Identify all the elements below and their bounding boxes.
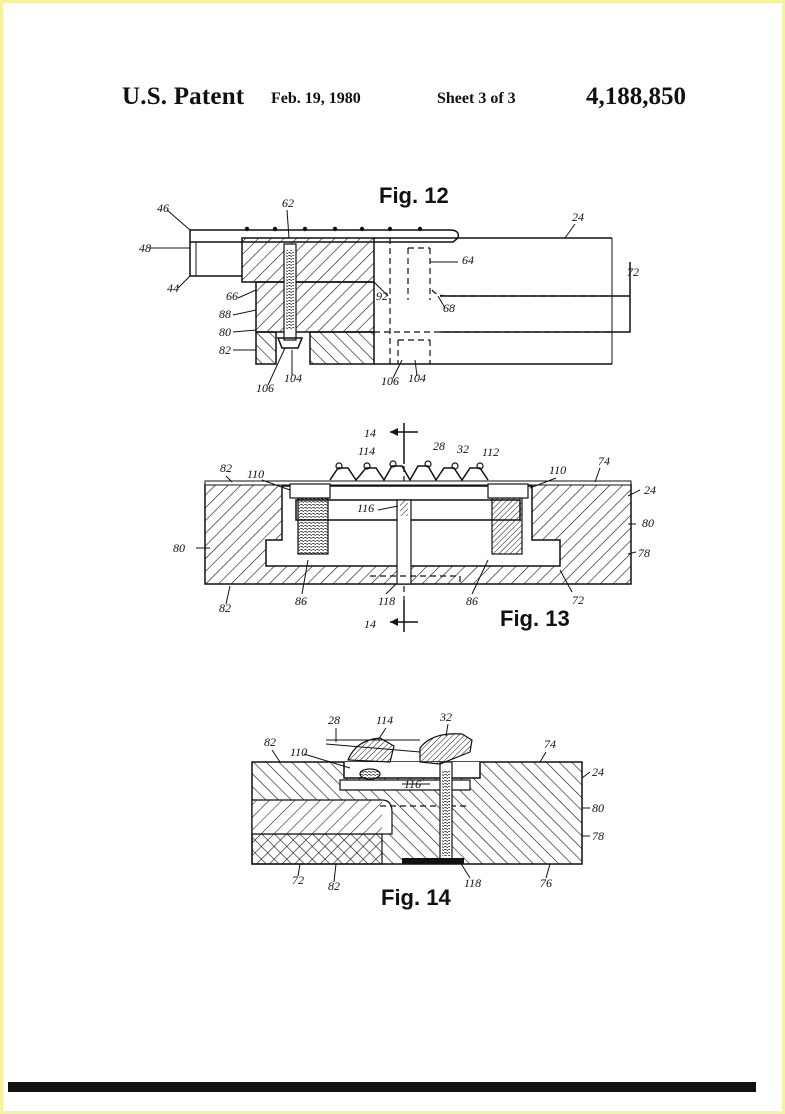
fig14-key-right — [420, 734, 472, 764]
reference-numeral: 110 — [290, 745, 307, 759]
reference-numeral: 80 — [219, 325, 231, 339]
reference-numeral: 82 — [219, 343, 231, 357]
lower-hatched-block — [256, 282, 374, 332]
reference-numeral: 80 — [592, 801, 604, 815]
reference-numeral: 24 — [592, 765, 604, 779]
reference-numeral: 24 — [644, 483, 656, 497]
fig14-screw — [442, 770, 450, 856]
figure-13-label: Fig. 13 — [500, 606, 570, 631]
reference-numeral: 72 — [627, 265, 639, 279]
reference-numeral: 66 — [226, 289, 238, 303]
reference-numeral: 88 — [219, 307, 231, 321]
left-stub — [190, 242, 242, 276]
figure-14-label: Fig. 14 — [381, 885, 451, 910]
fig13-screw-left — [298, 498, 328, 554]
reference-numeral: 28 — [433, 439, 445, 453]
figure-12: Fig. 12 46 62 24 — [139, 183, 639, 395]
fig13-top-layer — [205, 481, 631, 485]
reference-numeral: 32 — [439, 710, 452, 724]
reference-numeral: 74 — [598, 454, 610, 468]
reference-numeral: 92 — [376, 289, 388, 303]
figure-14: Fig. 14 28 114 32 82 110 74 24 116 80 78… — [252, 710, 604, 910]
reference-numeral: 14 — [364, 617, 376, 631]
reference-numeral: 106 — [381, 374, 399, 388]
reference-numeral: 46 — [157, 201, 169, 215]
page-bottom-rule — [8, 1082, 756, 1092]
reference-numeral: 72 — [572, 593, 584, 607]
figure-12-label: Fig. 12 — [379, 183, 449, 208]
reference-numeral: 82 — [220, 461, 232, 475]
reference-numeral: 86 — [466, 594, 478, 608]
reference-numeral: 80 — [642, 516, 654, 530]
reference-numeral: 116 — [357, 501, 374, 515]
reference-numeral: 14 — [364, 426, 376, 440]
reference-numeral: 48 — [139, 241, 151, 255]
reference-numeral: 64 — [462, 253, 474, 267]
reference-numeral: 24 — [572, 210, 584, 224]
reference-numeral: 32 — [456, 442, 469, 456]
reference-numeral: 104 — [284, 371, 302, 385]
reference-numeral: 82 — [264, 735, 276, 749]
reference-numeral: 114 — [376, 713, 393, 727]
reference-numeral: 118 — [378, 594, 395, 608]
fig13-keys — [330, 466, 488, 480]
reference-numeral: 44 — [167, 281, 179, 295]
upper-hatched-block — [242, 238, 374, 282]
reference-numeral: 80 — [173, 541, 185, 555]
reference-numeral: 110 — [549, 463, 566, 477]
fig13-screw-right — [492, 498, 522, 554]
reference-numeral: 62 — [282, 196, 294, 210]
reference-numeral: 112 — [482, 445, 499, 459]
reference-numeral: 76 — [540, 876, 552, 890]
fig14-key-left — [348, 738, 394, 762]
reference-numeral: 114 — [358, 444, 375, 458]
reference-numeral: 106 — [256, 381, 274, 395]
reference-numeral: 78 — [592, 829, 604, 843]
reference-numeral: 86 — [295, 594, 307, 608]
screw-thread — [286, 250, 294, 330]
reference-numeral: 28 — [328, 713, 340, 727]
reference-numeral: 78 — [638, 546, 650, 560]
figure-13: Fig. 13 14 114 28 32 112 82 110 110 74 2… — [173, 423, 656, 632]
reference-numeral: 118 — [464, 876, 481, 890]
reference-numeral: 74 — [544, 737, 556, 751]
reference-numeral: 110 — [247, 467, 264, 481]
reference-numeral: 82 — [219, 601, 231, 615]
